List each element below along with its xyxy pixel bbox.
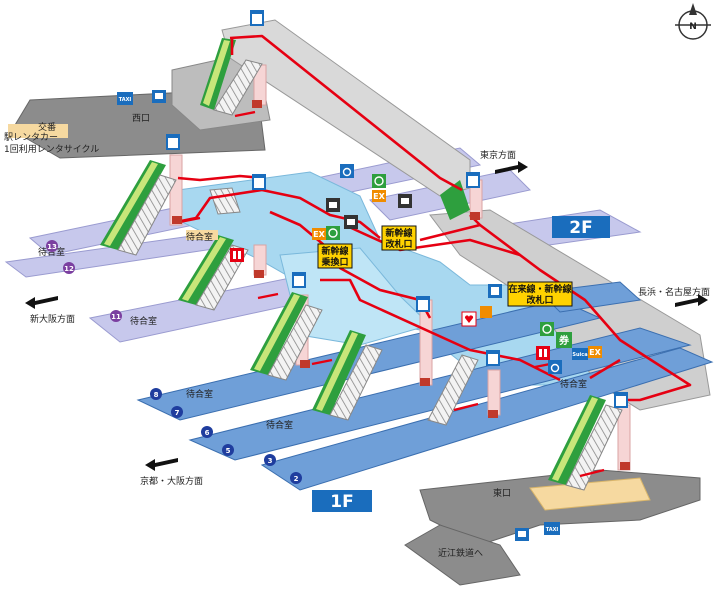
waiting-room-1: 待合室	[186, 231, 213, 243]
svg-text:TAXI: TAXI	[119, 97, 132, 103]
east-exit-plaza	[529, 477, 651, 511]
wheelchair-icon	[340, 164, 354, 178]
svg-text:新幹線: 新幹線	[321, 245, 348, 257]
telephone-icon	[398, 194, 412, 208]
shinkansen-transfer-gate: 新幹線 乗換口	[317, 243, 353, 269]
coin-locker-icon	[372, 174, 386, 188]
elevator-icons	[166, 10, 628, 408]
locker-icon-2	[344, 215, 358, 229]
restroom-icon	[230, 248, 244, 262]
koban-rental-bg	[8, 124, 68, 138]
tokyo-direction-label: 東京方面	[480, 149, 516, 161]
rental-car-label: 駅レンタカー	[4, 132, 58, 143]
north-compass-icon: N	[675, 3, 711, 40]
aed-icon	[461, 311, 477, 327]
shin-osaka-direction-label: 新大阪方面	[30, 313, 75, 325]
svg-text:1F: 1F	[330, 492, 353, 512]
svg-text:N: N	[689, 22, 697, 32]
ex-icon: EX	[372, 190, 386, 202]
omi-railway-label: 近江鉄道へ	[438, 547, 483, 559]
floor-2f-badge: 2F	[552, 216, 610, 238]
elevator-boxes	[172, 100, 630, 470]
bus-icon	[152, 90, 166, 103]
bicycle-rental-label: 1回利用レンタサイクル	[4, 143, 99, 155]
platform-numbers: 13 12 11 8 7 6 5 3 2	[46, 240, 302, 484]
waiting-room-5: 待合室	[266, 419, 293, 431]
info-icon	[326, 198, 340, 212]
svg-text:12: 12	[64, 265, 74, 273]
ticket-icon: 券	[556, 332, 572, 348]
bus-icon-2	[515, 528, 529, 541]
svg-text:6: 6	[205, 429, 210, 437]
wheelchair-icon-2	[548, 360, 562, 374]
svg-text:券: 券	[558, 334, 570, 347]
svg-text:7: 7	[175, 409, 180, 417]
platform-2-3	[260, 347, 714, 491]
conventional-gate: 在来線・新幹線 改札口	[507, 281, 573, 307]
kyoto-direction-arrow	[145, 458, 178, 471]
suica-icon: Suica	[572, 348, 588, 360]
waiting-room-bg-1	[186, 230, 218, 240]
floor-1f-badge: 1F	[312, 490, 372, 512]
ex-icon-2: EX	[312, 228, 326, 240]
shafts	[169, 64, 631, 471]
shop-icon	[480, 306, 492, 318]
ticket-machine-icon	[488, 284, 502, 298]
svg-text:新幹線: 新幹線	[385, 227, 412, 239]
svg-text:11: 11	[111, 313, 121, 321]
svg-text:EX: EX	[589, 348, 601, 357]
svg-text:2: 2	[294, 475, 299, 483]
koban-label: 交番	[38, 121, 56, 133]
waiting-room-3: 待合室	[130, 315, 157, 327]
west-exit-label: 西口	[132, 113, 150, 124]
nagahama-direction-label: 長浜・名古屋方面	[638, 286, 710, 298]
arrows	[179, 110, 605, 478]
waiting-room-4: 待合室	[186, 388, 213, 400]
svg-text:3: 3	[268, 457, 273, 465]
nagahama-direction-arrow	[675, 294, 708, 307]
shin-osaka-direction-arrow	[25, 296, 58, 309]
taxi-icon-2: TAXI	[544, 522, 560, 535]
svg-text:TAXI: TAXI	[546, 527, 559, 533]
svg-text:2F: 2F	[569, 218, 592, 238]
shinkansen-gate: 新幹線 改札口	[381, 225, 417, 251]
svg-text:改札口: 改札口	[526, 294, 553, 306]
taxi-icon: TAXI	[117, 92, 133, 105]
svg-text:乗換口: 乗換口	[321, 256, 348, 268]
escalators	[100, 38, 623, 491]
svg-text:在来線・新幹線: 在来線・新幹線	[508, 283, 571, 295]
tokyo-direction-arrow	[495, 161, 528, 174]
waiting-room-2: 待合室	[38, 246, 65, 258]
kyoto-direction-label: 京都・大阪方面	[140, 475, 203, 487]
waiting-room-6: 待合室	[560, 378, 587, 390]
svg-text:13: 13	[47, 243, 57, 251]
svg-text:改札口: 改札口	[385, 238, 412, 250]
svg-text:EX: EX	[373, 192, 385, 201]
svg-text:EX: EX	[313, 230, 325, 239]
ex-icon-3: EX	[588, 346, 602, 358]
east-exit-label: 東口	[493, 487, 511, 499]
coin-locker-icon-2	[326, 226, 340, 240]
svg-text:5: 5	[226, 447, 231, 455]
omi-railway-area	[404, 524, 521, 586]
restroom-icon-2	[536, 346, 550, 360]
coin-locker-icon-3	[540, 322, 554, 336]
svg-text:8: 8	[154, 391, 159, 399]
svg-text:Suica: Suica	[572, 352, 587, 358]
